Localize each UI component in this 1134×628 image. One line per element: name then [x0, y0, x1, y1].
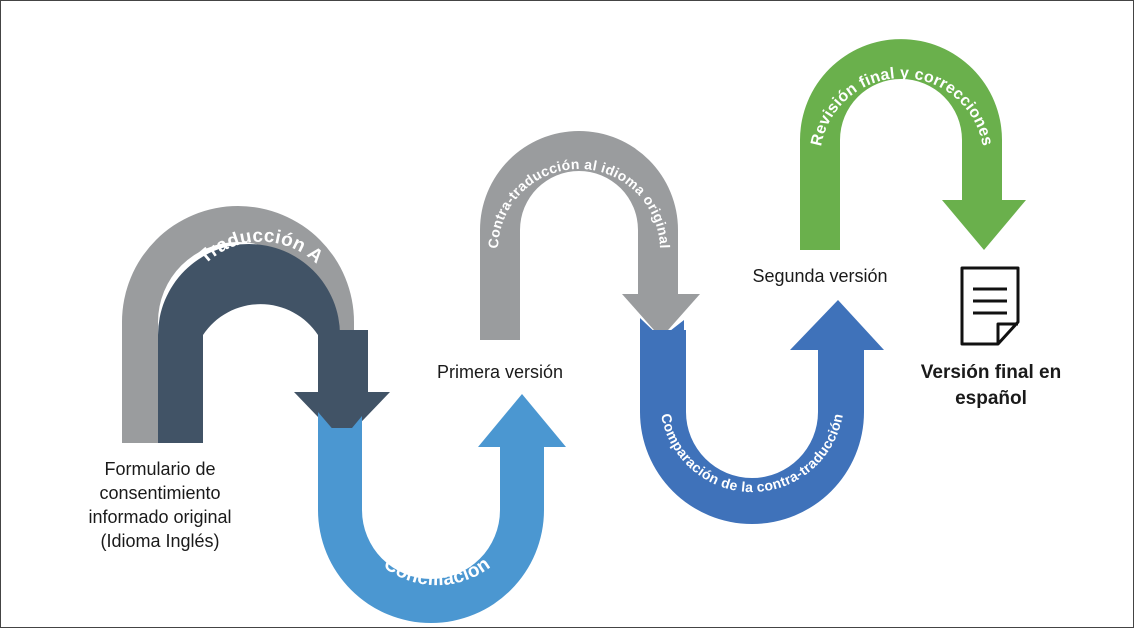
contra-traduccion-arc [480, 131, 678, 340]
original-form-line-4: (Idioma Inglés) [100, 531, 220, 551]
revision-arrowhead [942, 200, 1026, 250]
original-form-line-2: consentimiento [99, 483, 221, 503]
contra-traduccion-arrowhead [622, 294, 700, 338]
final-version-line-1: Versión final en [920, 362, 1062, 383]
traduccion-a-shaft [318, 330, 368, 392]
document-icon [960, 266, 1020, 346]
traduccion-a-arrowhead [294, 392, 390, 442]
comparacion-arc [640, 330, 864, 524]
original-form-label: Formulario de consentimiento informado o… [30, 457, 290, 553]
original-form-line-1: Formulario de [104, 459, 216, 479]
final-version-line-2: español [955, 388, 1027, 409]
conciliacion-arrowhead [478, 394, 566, 447]
segunda-version-label: Segunda versión [752, 266, 888, 286]
comparacion-notch [640, 318, 684, 338]
conciliacion-arc [318, 428, 544, 623]
revision-arc [800, 39, 1002, 250]
final-version-label: Versión final en español [906, 360, 1076, 412]
traduccion-b-label: Traducción B [168, 169, 302, 209]
conciliacion-notch [318, 412, 362, 440]
original-form-line-3: informado original [88, 507, 232, 527]
comparacion-arrowhead [790, 300, 884, 350]
traduccion-a-arc [158, 244, 340, 443]
primera-version-label: Primera versión [436, 362, 564, 382]
